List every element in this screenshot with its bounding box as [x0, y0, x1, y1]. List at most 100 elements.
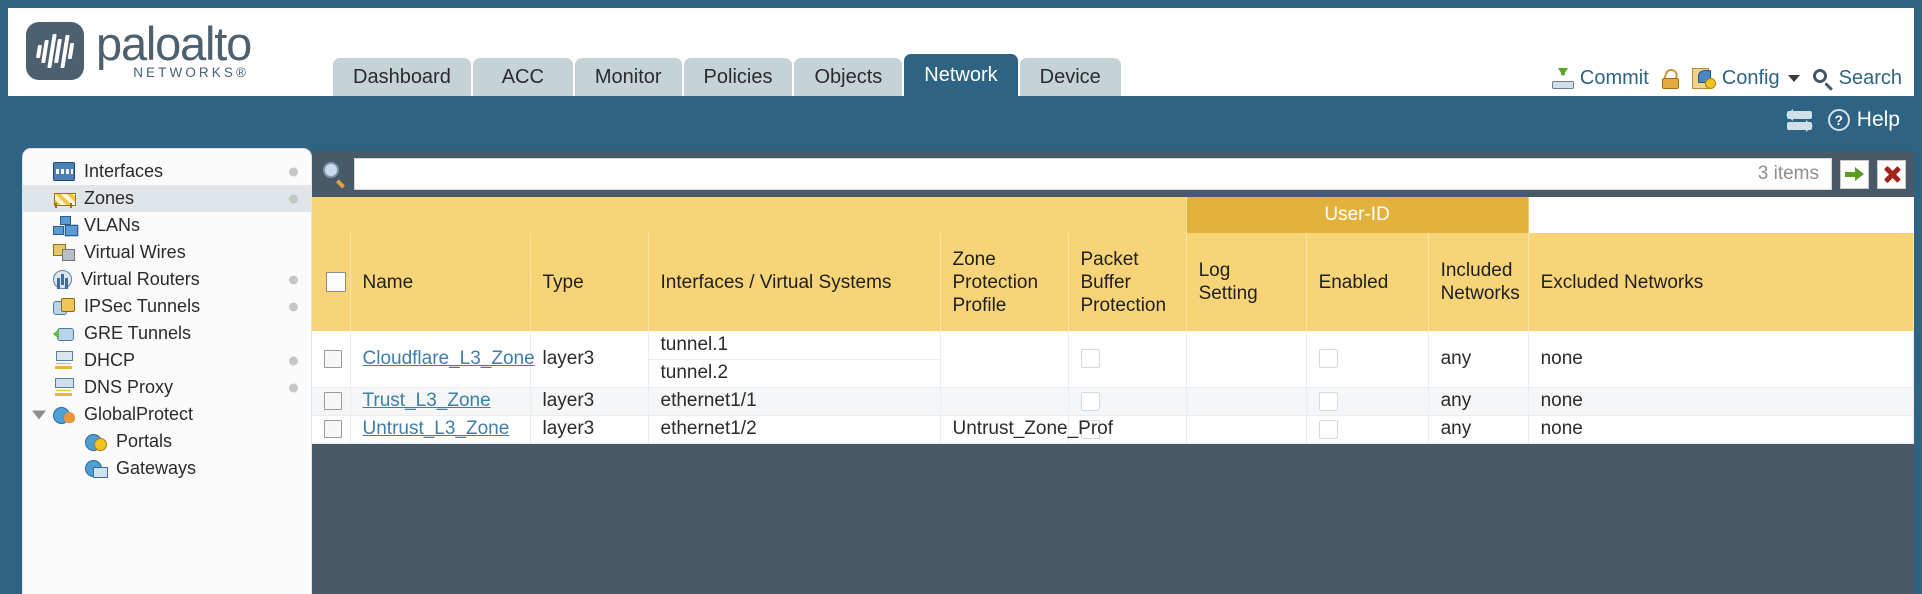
zone-name-link[interactable]: Untrust_L3_Zone — [362, 418, 510, 439]
cell-type: layer3 — [530, 415, 649, 444]
sidebar-item-zones[interactable]: Zones — [23, 185, 311, 212]
cell-interface: tunnel.2 — [648, 359, 941, 388]
apply-filter-button[interactable] — [1840, 159, 1869, 189]
table-row[interactable]: Cloudflare_L3_Zone layer3 tunnel.1 any — [312, 331, 1915, 388]
sidebar-item-dns-proxy[interactable]: DNS Proxy — [23, 374, 311, 401]
tab-monitor[interactable]: Monitor — [574, 58, 682, 96]
sidebar-item-label: Interfaces — [84, 161, 164, 181]
virtual-routers-icon — [53, 270, 72, 289]
cell-interface: tunnel.1 — [648, 331, 941, 360]
tab-objects[interactable]: Objects — [794, 58, 903, 96]
interfaces-icon — [53, 162, 75, 181]
tab-acc[interactable]: ACC — [472, 58, 573, 96]
column-header-included-networks[interactable]: Included Networks — [1428, 233, 1529, 331]
filter-input-wrap[interactable]: 3 items — [354, 158, 1832, 190]
content-panel: 3 items — [312, 151, 1915, 594]
arrow-right-icon — [1845, 166, 1864, 182]
cell-zone-protection-profile — [940, 387, 1069, 416]
items-count: 3 items — [1757, 163, 1819, 184]
magnifier-icon[interactable] — [322, 162, 346, 189]
tab-device[interactable]: Device — [1019, 58, 1121, 96]
column-header-excluded-networks[interactable]: Excluded Networks — [1528, 233, 1915, 331]
row-select-cell — [312, 387, 351, 416]
sub-toolbar-actions: ? Help — [1785, 108, 1900, 132]
cell-name: Trust_L3_Zone — [350, 387, 531, 416]
sidebar-item-label: GlobalProtect — [84, 404, 194, 424]
sidebar-item-dhcp[interactable]: DHCP — [23, 347, 311, 374]
clear-filter-button[interactable] — [1877, 159, 1906, 189]
sidebar-item-virtual-wires[interactable]: Virtual Wires — [23, 239, 311, 266]
sidebar-item-virtual-routers[interactable]: Virtual Routers — [23, 266, 311, 293]
search-icon — [1812, 68, 1833, 92]
sidebar-item-label: Gateways — [116, 458, 197, 478]
search-button[interactable]: Search — [1812, 67, 1902, 92]
sidebar-item-label: DHCP — [84, 350, 136, 370]
top-bar: paloalto NETWORKS® Dashboard ACC Monitor… — [8, 8, 1914, 96]
cell-log-setting — [1186, 331, 1307, 388]
gateways-icon — [85, 459, 108, 478]
zone-name-link[interactable]: Trust_L3_Zone — [362, 390, 491, 411]
search-label: Search — [1838, 67, 1902, 89]
lock-button[interactable] — [1661, 66, 1680, 89]
tab-policies[interactable]: Policies — [683, 58, 793, 96]
config-icon — [1691, 68, 1716, 89]
cell-name: Untrust_L3_Zone — [350, 415, 531, 444]
zones-table: User-ID Name Type Interfaces / Virtual S… — [312, 197, 1915, 444]
sidebar-item-ipsec-tunnels[interactable]: IPSec Tunnels — [23, 293, 311, 320]
cell-packet-buffer-protection — [1068, 415, 1187, 444]
status-dot — [289, 356, 298, 365]
column-header-interfaces[interactable]: Interfaces / Virtual Systems — [648, 233, 941, 331]
sidebar-item-gateways[interactable]: Gateways — [23, 455, 311, 482]
sidebar-item-label: Virtual Wires — [84, 242, 186, 262]
column-header-packet-buffer-protection[interactable]: Packet Buffer Protection — [1068, 233, 1187, 331]
cell-name: Cloudflare_L3_Zone — [350, 331, 535, 388]
row-select-cell — [312, 415, 351, 444]
sidebar-item-gre-tunnels[interactable]: GRE Tunnels — [23, 320, 311, 347]
row-checkbox[interactable] — [324, 392, 342, 410]
packet-buffer-protection-checkbox[interactable] — [1080, 349, 1100, 369]
chevron-down-icon — [1787, 75, 1800, 82]
userid-enabled-checkbox[interactable] — [1318, 391, 1338, 411]
cell-log-setting — [1186, 415, 1307, 444]
userid-enabled-checkbox[interactable] — [1318, 419, 1338, 439]
tab-network[interactable]: Network — [904, 54, 1018, 96]
sidebar-item-interfaces[interactable]: Interfaces — [23, 158, 311, 185]
row-checkbox[interactable] — [324, 420, 342, 438]
cell-userid-enabled — [1306, 415, 1429, 444]
table-row[interactable]: Trust_L3_Zone layer3 ethernet1/1 any — [312, 387, 1915, 416]
refresh-icon[interactable] — [1785, 108, 1813, 132]
sidebar-item-vlans[interactable]: VLANs — [23, 212, 311, 239]
column-header-name[interactable]: Name — [350, 233, 531, 331]
help-button[interactable]: ? Help — [1827, 108, 1900, 132]
cell-zone-protection-profile — [940, 331, 1069, 388]
help-label: Help — [1856, 108, 1900, 131]
close-icon — [1883, 166, 1900, 183]
virtual-wires-icon — [53, 243, 75, 262]
packet-buffer-protection-checkbox[interactable] — [1080, 391, 1100, 411]
column-header-enabled[interactable]: Enabled — [1306, 233, 1429, 331]
tab-dashboard[interactable]: Dashboard — [333, 58, 471, 96]
zone-name-link[interactable]: Cloudflare_L3_Zone — [362, 347, 535, 369]
column-header-zone-protection-profile[interactable]: Zone Protection Profile — [940, 233, 1069, 331]
select-all-checkbox[interactable] — [326, 272, 346, 292]
config-menu[interactable]: Config — [1691, 67, 1800, 90]
column-header-type[interactable]: Type — [530, 233, 649, 331]
row-checkbox[interactable] — [324, 349, 342, 368]
sidebar-item-portals[interactable]: Portals — [23, 428, 311, 455]
table-group-header-row: User-ID — [312, 197, 1914, 233]
sidebar-item-globalprotect[interactable]: GlobalProtect — [23, 401, 311, 428]
commit-button[interactable]: Commit — [1551, 67, 1649, 90]
table-row[interactable]: Untrust_L3_Zone layer3 ethernet1/2 Untru… — [312, 415, 1915, 444]
filter-bar: 3 items — [312, 151, 1914, 197]
cell-interface: ethernet1/1 — [648, 387, 941, 416]
sidebar: Interfaces Zones VLANs Virtual Wires Vir… — [22, 148, 312, 594]
row-select-cell — [312, 331, 351, 388]
column-header-log-setting[interactable]: Log Setting — [1186, 233, 1307, 331]
ipsec-tunnels-icon — [53, 297, 75, 316]
commit-icon — [1551, 67, 1574, 90]
cell-userid-enabled — [1306, 387, 1429, 416]
expander-triangle-icon[interactable] — [32, 410, 46, 419]
packet-buffer-protection-checkbox[interactable] — [1080, 419, 1100, 439]
userid-enabled-checkbox[interactable] — [1318, 349, 1338, 369]
